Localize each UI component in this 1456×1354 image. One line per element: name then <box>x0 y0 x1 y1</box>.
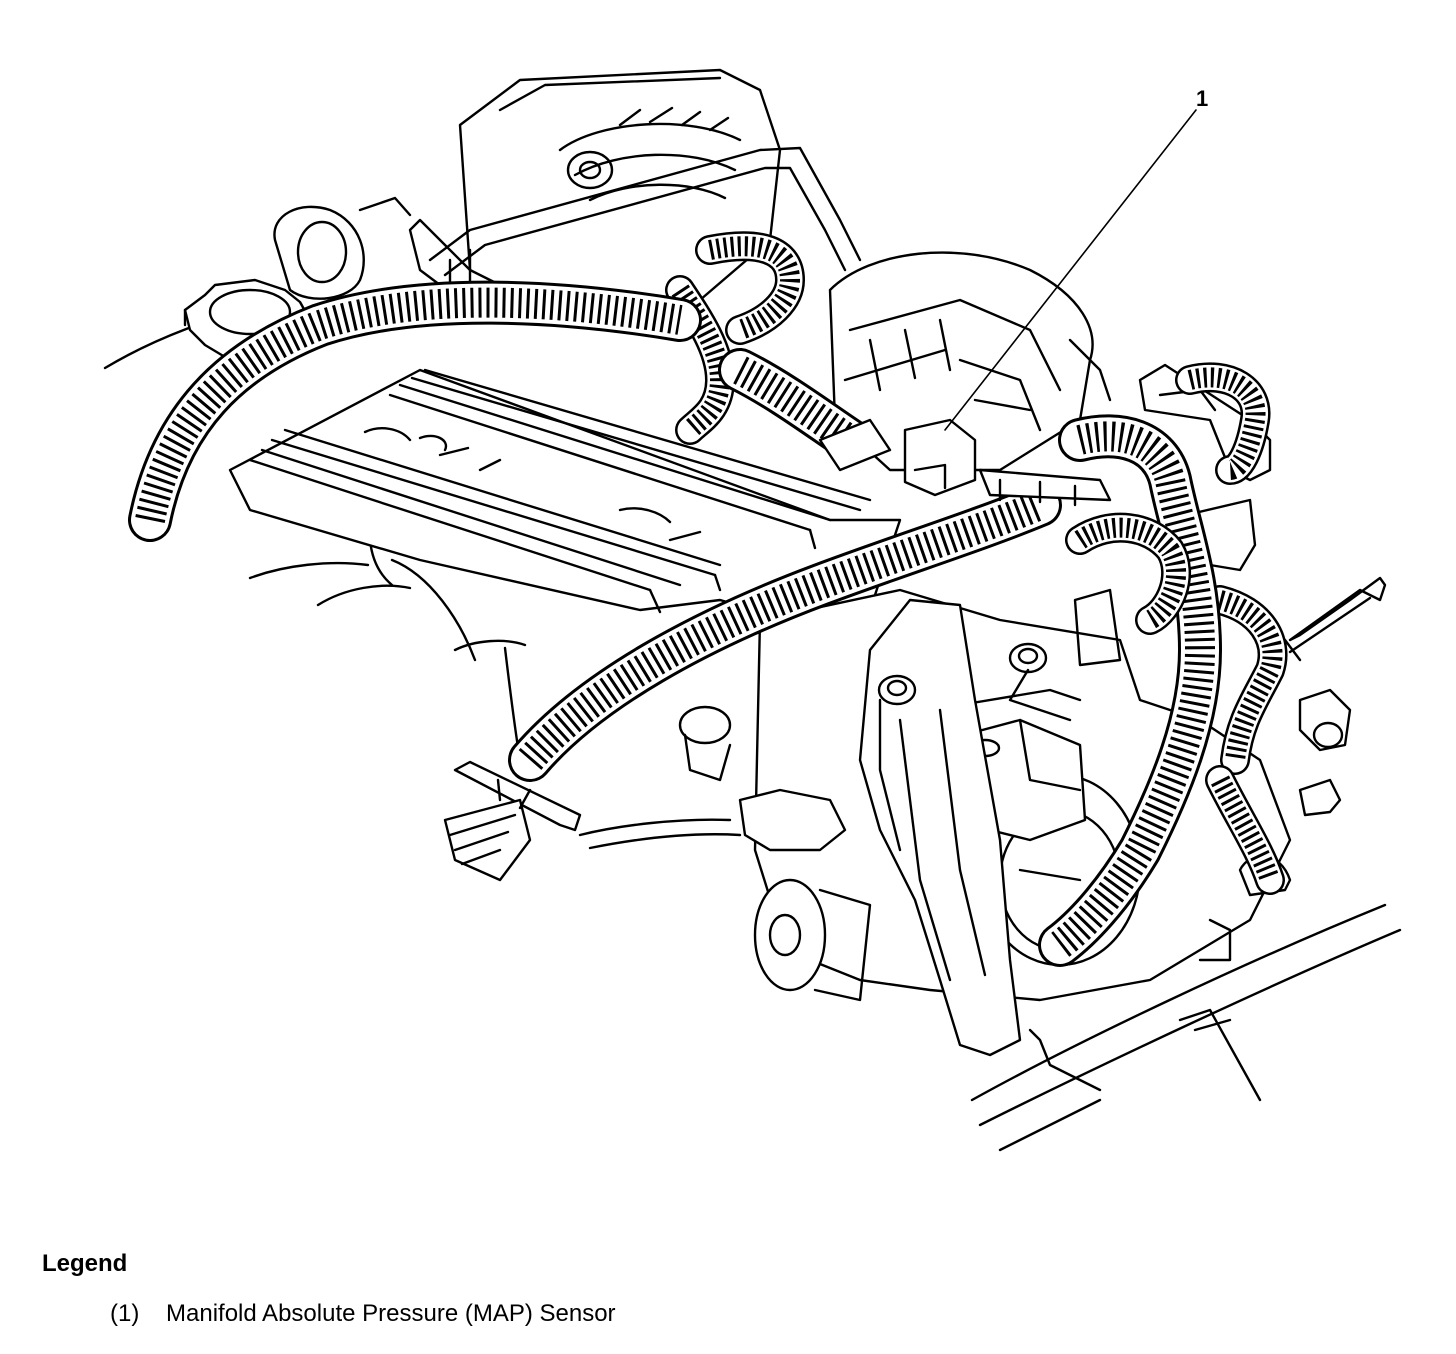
bolt-right <box>1008 642 1072 722</box>
right-wire-harness <box>1038 414 1222 967</box>
air-intake-housing <box>828 251 1112 472</box>
mounting-bracket <box>858 598 1022 1057</box>
legend-item: (1) Manifold Absolute Pressure (MAP) Sens… <box>110 1300 616 1328</box>
intake-plenum <box>228 368 902 642</box>
callout-label-1: 1 <box>1196 86 1209 111</box>
engine-illustration <box>103 68 1402 1152</box>
alternator <box>408 68 782 307</box>
legend-item-text: Manifold Absolute Pressure (MAP) Sensor <box>166 1300 616 1327</box>
legend-item-number: (1) <box>110 1300 140 1327</box>
harness-end-connector <box>443 760 582 882</box>
branch-wire-harness <box>1065 512 1192 635</box>
fuel-line-fittings <box>1028 576 1387 1102</box>
engine-outline-contours <box>103 302 1402 1152</box>
callout-leader-line <box>944 109 1197 431</box>
map-sensor <box>903 418 977 497</box>
harness-clamp <box>818 418 1112 507</box>
lower-wire-harness <box>508 483 1062 782</box>
bolt-left <box>877 674 917 706</box>
lower-left-fittings <box>678 705 872 1002</box>
upper-wire-harness <box>128 280 702 542</box>
throttle-pulley <box>273 196 412 300</box>
plenum-ribs <box>248 368 872 614</box>
small-wire-braids <box>665 231 1288 895</box>
legend-title: Legend <box>42 1250 128 1277</box>
